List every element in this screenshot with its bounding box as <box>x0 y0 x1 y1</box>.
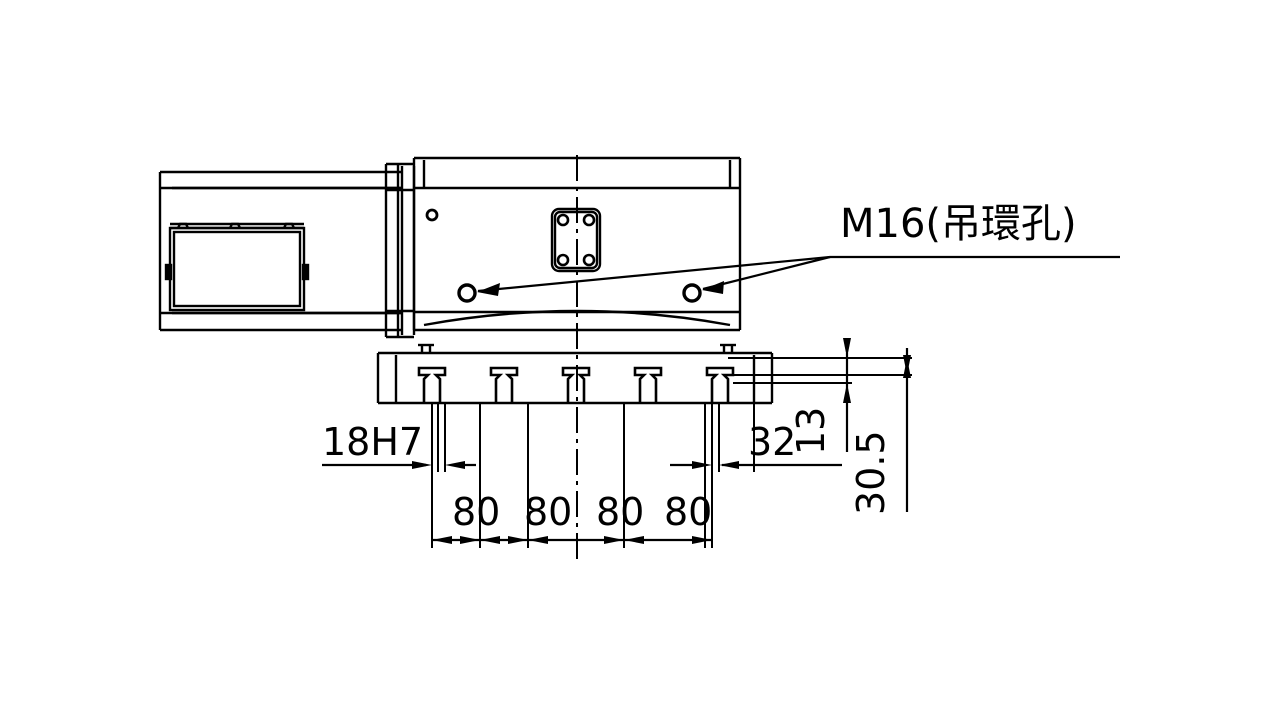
small-sight-hole <box>425 208 439 222</box>
pitch-label-3: 80 <box>596 490 644 534</box>
eye-bolt-hole-left <box>457 283 477 303</box>
slot-tolerance-label: 18H7 <box>322 420 423 464</box>
arrowheads <box>412 338 911 544</box>
left-saddle-housing <box>158 170 402 332</box>
edge-distance-label: 32 <box>748 420 796 464</box>
pitch-label-2: 80 <box>524 490 572 534</box>
slot-neck-depth-label: 13 <box>789 407 833 455</box>
eye-bolt-hole-right <box>682 283 702 303</box>
eye-bolt-leader-lines <box>477 255 1120 293</box>
eye-bolt-label: M16(吊環孔) <box>840 201 1077 247</box>
base-plate <box>376 343 774 405</box>
slot-depth-reference-lines <box>728 357 912 384</box>
vertical-column <box>384 162 416 339</box>
t-slot-group <box>417 366 735 403</box>
left-cover-plate <box>164 222 310 312</box>
slot-total-depth-label: 30.5 <box>849 430 893 515</box>
body-underside-arc <box>423 309 731 327</box>
pitch-label-4: 80 <box>664 490 712 534</box>
pitch-label-1: 80 <box>452 490 500 534</box>
eye-bolt-leader-arrowheads <box>477 281 724 296</box>
dimension-extension-lines <box>431 403 755 548</box>
